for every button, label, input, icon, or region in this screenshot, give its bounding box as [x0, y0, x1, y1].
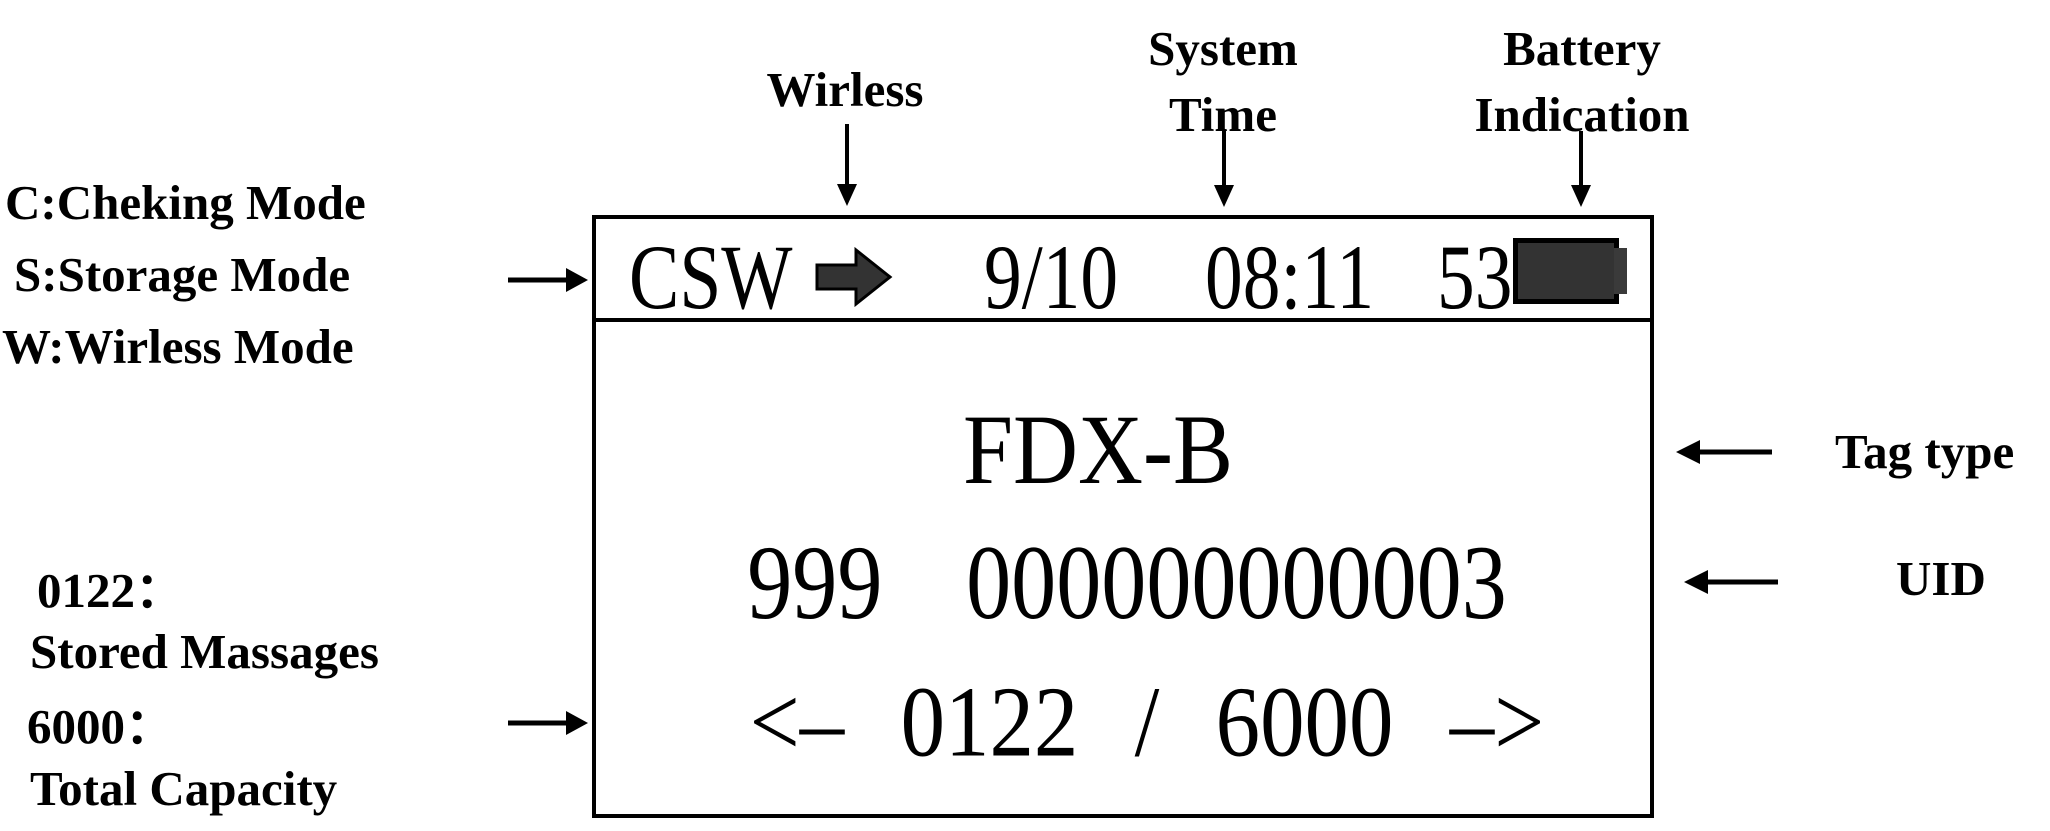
stored-caption-annotation: Stored Massages	[30, 624, 379, 679]
tag-type-annotation: Tag type	[1835, 424, 2015, 479]
date-value: 9/10	[984, 226, 1119, 328]
wireless-mode-annotation: W:Wirless Mode	[2, 319, 354, 374]
battery-icon	[1513, 238, 1627, 304]
battery-percent-value: 53	[1437, 226, 1513, 328]
battery-pointer-arrow-icon	[1571, 131, 1591, 207]
wireless-annotation: Wirless	[767, 57, 924, 123]
storage-mode-annotation: S:Storage Mode	[14, 247, 351, 302]
uid-pointer-arrow-icon	[1684, 570, 1778, 594]
pager-next-arrow: –>	[1449, 665, 1545, 778]
uid-annotation: UID	[1896, 551, 1986, 606]
capacity-total-value: 6000	[1215, 665, 1394, 778]
device-screen: CSW 9/10 08:11 53 FDX-B 999 000000000003…	[592, 215, 1654, 818]
capacity-caption-annotation: Total Capacity	[30, 761, 338, 816]
battery-indication-line1: Battery	[1503, 21, 1661, 76]
system-time-annotation: System Time	[1148, 16, 1298, 148]
capacity-value-annotation: 6000：	[27, 699, 175, 754]
checking-mode-annotation: C:Cheking Mode	[5, 175, 366, 230]
uid-value: 999 000000000003	[747, 524, 1507, 641]
tag-type-value: FDX-B	[962, 394, 1234, 505]
pager: <– 0122 / 6000 –>	[749, 665, 1545, 778]
battery-indication-annotation: Battery Indication	[1474, 16, 1689, 148]
pager-separator: /	[1134, 665, 1160, 778]
tag-type-pointer-arrow-icon	[1676, 440, 1772, 464]
battery-nub	[1614, 248, 1627, 294]
wireless-active-arrow-icon	[815, 247, 893, 307]
system-time-line1: System	[1148, 21, 1298, 76]
pager-prev-arrow: <–	[749, 665, 845, 778]
system-time-pointer-arrow-icon	[1214, 131, 1234, 207]
modes-pointer-arrow-icon	[508, 268, 588, 292]
status-bar: CSW 9/10 08:11 53	[596, 219, 1650, 328]
stored-count-value: 0122	[900, 665, 1079, 778]
wireless-annotation-text: Wirless	[766, 62, 924, 117]
time-value: 08:11	[1205, 226, 1375, 328]
mode-indicator: CSW	[629, 226, 793, 328]
messages-pointer-arrow-icon	[508, 711, 588, 735]
stored-value-annotation: 0122：	[37, 563, 185, 618]
wireless-pointer-arrow-icon	[837, 124, 857, 206]
